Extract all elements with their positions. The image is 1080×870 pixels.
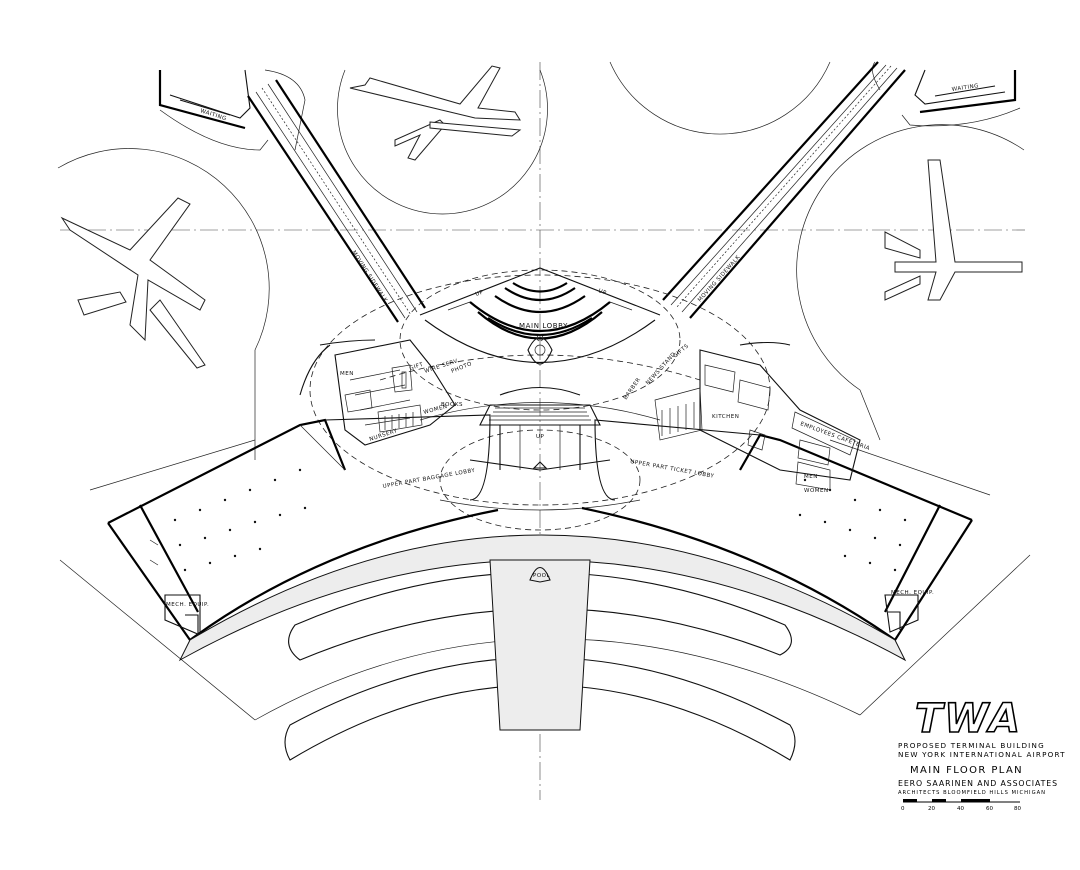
column-grid-right [798, 478, 907, 572]
satellite-gate-right: WAITING [872, 61, 1021, 127]
title-block: TWA PROPOSED TERMINAL BUILDING NEW YORK … [898, 695, 1066, 812]
central-bridge: UP [419, 386, 661, 511]
up-label-3: UP [536, 434, 545, 440]
barber-label: BARBER [623, 377, 643, 401]
waiting-right-label: WAITING [951, 83, 979, 93]
kitchen-label: KITCHEN [712, 414, 739, 420]
moving-sidewalk-left-label: MOVING SIDEWALK [350, 250, 388, 304]
gifts-right-label: GIFTS [672, 343, 690, 359]
site-perimeter [59, 439, 1031, 721]
women-right-label: WOMEN [804, 488, 829, 494]
satellite-gate-left: WAITING [158, 69, 306, 151]
airplane-icon-right [884, 159, 1023, 301]
scale-tick-20: 20 [928, 806, 935, 812]
center-lines [60, 62, 1025, 800]
main-lobby-label: MAIN LOBBY [519, 322, 568, 330]
apron-circles [57, 61, 1025, 460]
tube-left: MOVING SIDEWALK [247, 79, 426, 323]
men-right-label: MEN [804, 474, 818, 480]
upper-baggage-lobby-label: UPPER PART BAGGAGE LOBBY [382, 468, 476, 490]
scale-tick-0: 0 [901, 806, 905, 812]
pool-label: POOL [533, 573, 550, 579]
scale-bar: 0 20 40 60 80 [901, 799, 1021, 812]
main-lobby: MAIN LOBBY UP UP [419, 267, 661, 365]
scale-tick-40: 40 [957, 806, 964, 812]
architect-firm: EERO SAARINEN AND ASSOCIATES [898, 779, 1058, 788]
moving-sidewalk-right-label: MOVING SIDEWALK [697, 254, 742, 303]
tube-right: MOVING SIDEWALK [662, 61, 906, 319]
title-line-1: PROPOSED TERMINAL BUILDING [898, 741, 1045, 750]
airplane-icon-top-left [349, 65, 522, 161]
mech-equip-left-label: MECH. EQUIP. [166, 602, 209, 608]
title-line-2: NEW YORK INTERNATIONAL AIRPORT [898, 750, 1066, 759]
up-label-1: UP [475, 289, 485, 298]
upper-ticket-lobby-label: UPPER PART TICKET LOBBY [630, 459, 715, 480]
sheet-title: MAIN FLOOR PLAN [910, 765, 1023, 776]
scale-tick-80: 80 [1014, 806, 1021, 812]
scale-tick-60: 60 [986, 806, 993, 812]
gift-label: GIFT [409, 362, 425, 372]
roadways: POOL [178, 534, 907, 761]
men-left-label: MEN [340, 371, 354, 377]
twa-logo: TWA [915, 696, 1022, 742]
up-label-2: UP [597, 288, 607, 297]
architect-location: ARCHITECTS BLOOMFIELD HILLS MICHIGAN [898, 790, 1046, 796]
airplane-icon-left [60, 197, 206, 369]
mech-equip-right-label: MECH. EQUIP. [891, 590, 934, 596]
column-grid-left [173, 468, 307, 572]
books-label: BOOKS [441, 402, 463, 408]
